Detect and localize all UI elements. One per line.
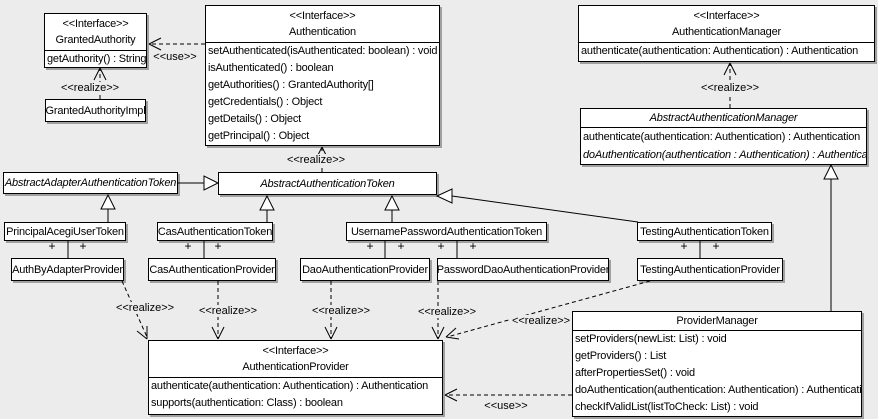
method: getDetails() : Object [208,113,302,125]
use-edge-authentication-grantedauthority [148,37,205,51]
class-name: GrantedAuthority [55,34,136,46]
class-granted-authority-impl: GrantedAuthorityImpl [45,99,146,122]
association-end-plus: + [469,239,477,253]
class-username-password-authentication-token: UsernamePasswordAuthenticationToken [346,222,547,241]
class-name: PrincipalAcegiUserToken [6,225,124,238]
class-abstract-adapter-authentication-token: AbstractAdapterAuthenticationToken [3,172,178,194]
method: getProviders() : List [575,350,667,362]
generalization-edge-testingtoken-abstracttoken [435,188,639,223]
class-name: AuthByAdapterProvider [12,263,123,276]
class-name: AuthenticationManager [672,26,781,38]
class-name: CasAuthenticationProvider [149,263,275,276]
class-testing-authentication-provider: TestingAuthenticationProvider [637,258,783,281]
association-end-plus: + [397,239,405,253]
use-edge-providermanager-authprovider [444,388,572,402]
class-authentication: <<Interface>> Authentication setAuthenti… [205,5,440,146]
class-testing-authentication-token: TestingAuthenticationToken [637,222,772,241]
stereotype-label: <<Interface>> [262,345,329,357]
realize-label: <<realize>> [415,306,479,318]
realize-label: <<realize>> [196,305,260,317]
method: checkIfValidList(listToCheck: List) : vo… [575,401,759,413]
class-name: TestingAuthenticationProvider [640,263,780,276]
class-name: AuthenticationProvider [242,361,349,373]
association-end-plus: + [79,239,87,253]
method: isAuthenticated() : boolean [208,62,334,74]
class-granted-authority: <<Interface>> GrantedAuthority getAuthor… [44,13,147,68]
class-name: Authentication [289,26,356,38]
class-authentication-provider: <<Interface>> AuthenticationProvider aut… [148,340,443,415]
class-name: DaoAuthenticationProvider [302,263,428,276]
class-principal-acegi-user-token: PrincipalAcegiUserToken [4,222,126,241]
method: setProviders(newList: List) : void [575,333,727,345]
class-cas-authentication-token: CasAuthenticationToken [157,222,273,241]
association-end-plus: + [437,239,445,253]
class-name: UsernamePasswordAuthenticationToken [350,225,543,238]
use-label: <<use>> [151,51,199,63]
class-password-dao-authentication-provider: PasswordDaoAuthenticationProvider [437,258,609,281]
use-label: <<use>> [482,400,530,412]
association-end-plus: + [680,239,688,253]
association-end-plus: + [184,239,192,253]
method: getAuthority() : String [47,53,147,65]
association-end-plus: + [214,239,222,253]
realize-label: <<realize>> [284,154,348,166]
realize-label: <<realize>> [58,82,122,94]
class-name: PasswordDaoAuthenticationProvider [437,263,609,276]
class-name: AbstractAuthenticationManager [581,109,866,128]
realize-label: <<realize>> [309,305,373,317]
generalization-edge-castoken-abstracttoken [259,194,275,222]
method: doAuthentication(authentication : Authen… [583,149,867,161]
generalization-edge-principaltoken-abstractadaptertoken [100,193,116,222]
method: authenticate(authentication: Authenticat… [583,131,861,143]
class-name: TestingAuthenticationToken [640,225,769,238]
association-edges-token-provider [67,240,701,258]
class-cas-authentication-provider: CasAuthenticationProvider [148,258,276,281]
class-auth-by-adapter-provider: AuthByAdapterProvider [11,258,124,281]
method: authenticate(authentication: Authenticat… [151,380,429,392]
class-name: AbstractAdapterAuthenticationToken [4,177,177,189]
method: authenticate(authentication: Authenticat… [581,45,859,57]
class-name: CasAuthenticationToken [157,225,273,238]
generalization-edge-abstractadaptertoken-abstracttoken [178,175,220,191]
class-provider-manager: ProviderManager setProviders(newList: Li… [572,311,862,417]
class-abstract-authentication-token: AbstractAuthenticationToken [218,172,437,195]
stereotype-label: <<Interface>> [693,10,760,22]
class-name: AbstractAuthenticationToken [260,177,395,190]
method: setAuthenticated(isAuthenticated: boolea… [208,45,438,57]
method: getCredentials() : Object [208,96,323,108]
realize-label: <<realize>> [698,82,762,94]
association-end-plus: + [366,239,374,253]
method: doAuthentication(authentication: Authent… [575,384,862,396]
realize-label: <<realize>> [113,302,177,314]
association-end-plus: + [48,239,56,253]
method: getPrincipal() : Object [208,130,310,142]
method: supports(authentication: Class) : boolea… [151,397,343,409]
class-name: ProviderManager [573,312,861,331]
class-authentication-manager: <<Interface>> AuthenticationManager auth… [578,5,875,62]
method: afterPropertiesSet() : void [575,367,695,379]
class-dao-authentication-provider: DaoAuthenticationProvider [300,258,430,281]
stereotype-label: <<Interface>> [62,18,129,30]
class-abstract-authentication-manager: AbstractAuthenticationManager authentica… [580,108,867,165]
generalization-edge-providermanager-abstractauthmanager [823,163,839,311]
realize-label: <<realize>> [509,315,573,327]
generalization-edge-usernametoken-abstracttoken [384,194,400,222]
realize-edge-testingprovider-authprovider [445,280,651,340]
association-end-plus: + [712,239,720,253]
method: getAuthorities() : GrantedAuthority[] [208,79,374,91]
class-name: GrantedAuthorityImpl [45,104,146,117]
stereotype-label: <<Interface>> [289,10,356,22]
